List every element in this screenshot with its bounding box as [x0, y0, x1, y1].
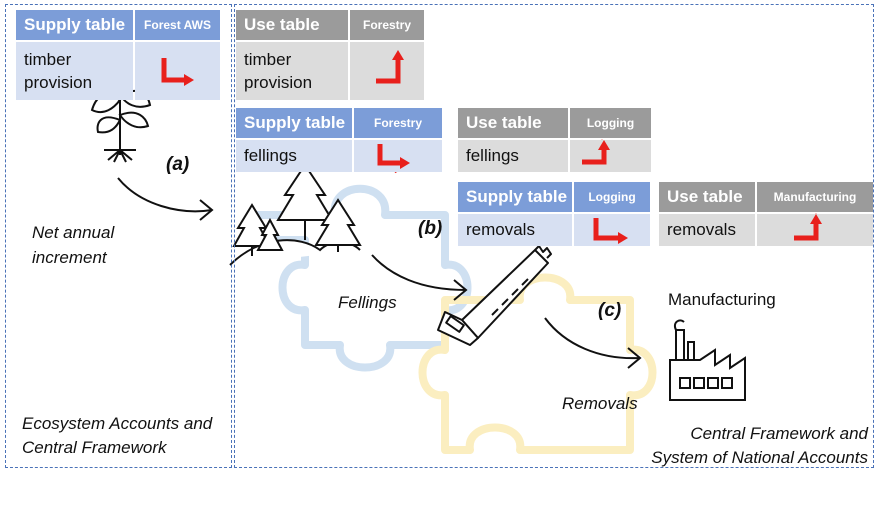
arrow-a-head	[199, 199, 214, 221]
table-row-line: provision	[244, 73, 313, 92]
table-row: removals	[659, 214, 755, 246]
puzzle-icon	[418, 273, 657, 454]
table-title: Supply table	[236, 108, 352, 138]
table-title: Use table	[236, 10, 348, 40]
table-row: timber provision	[16, 42, 133, 100]
ecosystem-accounts-frame	[5, 4, 232, 468]
central-framework-frame	[234, 4, 874, 468]
label-b: (b)	[418, 218, 443, 239]
table-row: timber provision	[236, 42, 348, 100]
use-table-forestry: Use table Forestry timber provision	[236, 10, 424, 100]
arrow-b	[371, 254, 467, 291]
removals-label: Removals	[562, 394, 638, 413]
puzzle-icon	[251, 184, 472, 372]
label-a: (a)	[166, 154, 190, 175]
table-arrow-cell	[574, 214, 650, 246]
use-table-logging: Use table Logging fellings	[458, 108, 651, 172]
label-line: Net annual	[32, 223, 115, 242]
table-row-line: timber	[244, 50, 292, 69]
table-title: Use table	[458, 108, 568, 138]
table-sector: Forest AWS	[135, 10, 220, 40]
net-annual-increment-label: Net annual increment	[32, 220, 114, 270]
fellings-label: Fellings	[338, 293, 397, 312]
table-sector: Logging	[574, 182, 650, 212]
table-row-line: fellings	[244, 146, 297, 165]
table-title: Supply table	[458, 182, 572, 212]
arrow-c-head	[627, 347, 642, 369]
table-sector: Manufacturing	[757, 182, 873, 212]
ecosystem-accounts-label: Ecosystem Accounts and Central Framework	[22, 412, 212, 460]
table-row-line: removals	[466, 220, 535, 239]
label-line: Central Framework and	[690, 424, 868, 443]
label-line: Ecosystem Accounts and	[22, 414, 213, 433]
label-line: System of National Accounts	[651, 448, 868, 467]
use-table-manufacturing: Use table Manufacturing removals	[659, 182, 873, 246]
label-c: (c)	[598, 300, 622, 321]
table-row: fellings	[236, 140, 352, 172]
table-row: fellings	[458, 140, 568, 172]
table-arrow-cell	[570, 140, 651, 172]
supply-table-forest-aws: Supply table Forest AWS timber provision	[16, 10, 220, 100]
arrow-a	[117, 177, 213, 213]
table-row-line: removals	[667, 220, 736, 239]
manufacturing-label: Manufacturing	[668, 290, 776, 309]
table-sector: Forestry	[350, 10, 424, 40]
table-title: Supply table	[16, 10, 133, 40]
table-arrow-cell	[135, 42, 220, 100]
table-sector: Logging	[570, 108, 651, 138]
table-title: Use table	[659, 182, 755, 212]
factory-icon	[669, 319, 746, 401]
supply-table-logging: Supply table Logging removals	[458, 182, 650, 246]
table-arrow-cell	[757, 214, 873, 246]
central-framework-sna-label: Central Framework and System of National…	[651, 422, 868, 470]
table-row: removals	[458, 214, 572, 246]
table-arrow-cell	[354, 140, 442, 172]
table-row-line: provision	[24, 73, 93, 92]
forest-icon	[229, 163, 362, 266]
label-line: increment	[32, 248, 107, 267]
label-line: Central Framework	[22, 438, 167, 457]
table-row-line: fellings	[466, 146, 519, 165]
supply-table-forestry: Supply table Forestry fellings	[236, 108, 442, 172]
table-row-line: timber	[24, 50, 72, 69]
arrow-c	[544, 317, 641, 360]
saw-icon	[437, 245, 552, 346]
table-arrow-cell	[350, 42, 424, 100]
table-sector: Forestry	[354, 108, 442, 138]
arrow-b-head	[453, 279, 468, 301]
